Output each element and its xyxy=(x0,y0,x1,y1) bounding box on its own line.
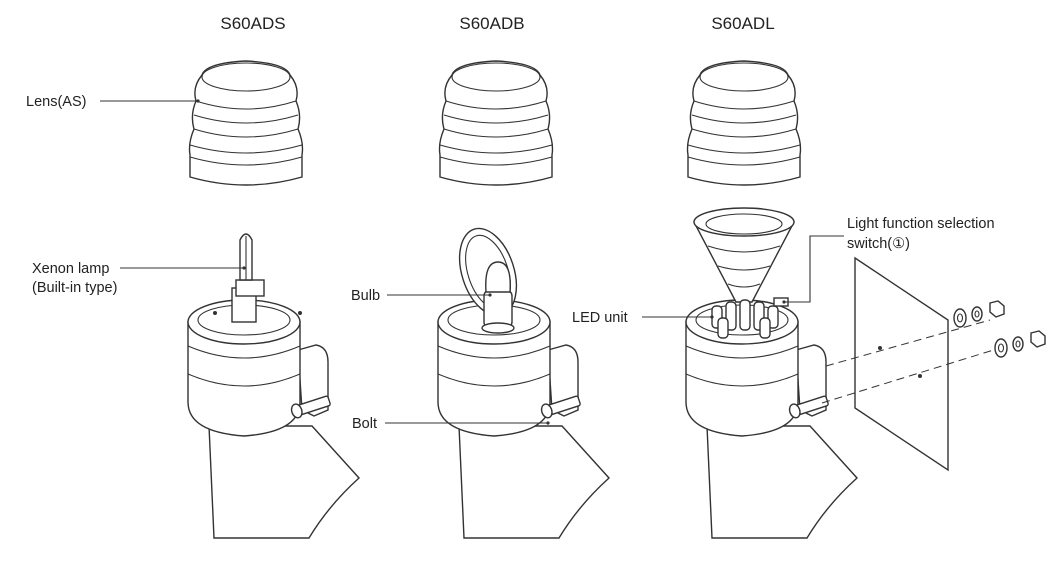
bulb-illustration xyxy=(458,227,518,334)
model-title-s60adl: S60ADL xyxy=(711,14,774,33)
lens-cap-s60adb xyxy=(438,60,554,186)
label-bulb: Bulb xyxy=(351,288,380,304)
label-xenon-built-in: (Built-in type) xyxy=(32,280,117,296)
washer-nut-set-upper xyxy=(953,300,1005,328)
led-unit-illustration xyxy=(693,207,795,339)
mounting-panel xyxy=(854,256,949,472)
lens-cap-s60ads xyxy=(188,60,304,186)
label-switch-line2: switch(①) xyxy=(847,236,910,252)
model-title-s60ads: S60ADS xyxy=(220,14,285,33)
lens-cap-s60adl xyxy=(686,60,802,186)
label-xenon-lamp: Xenon lamp xyxy=(32,261,109,277)
model-title-s60adb: S60ADB xyxy=(459,14,524,33)
label-bolt: Bolt xyxy=(352,416,377,432)
housing-s60adl xyxy=(685,299,858,539)
label-switch-line1: Light function selection xyxy=(847,216,995,232)
label-lens: Lens(AS) xyxy=(26,94,86,110)
housing-s60ads xyxy=(187,299,360,539)
label-led-unit: LED unit xyxy=(572,310,628,326)
washer-nut-set-lower xyxy=(994,330,1046,358)
bolt-axis-upper xyxy=(825,319,991,367)
callout-switch xyxy=(784,235,844,303)
bolt-axis-lower xyxy=(821,347,1001,404)
housing-s60adb xyxy=(437,299,610,539)
